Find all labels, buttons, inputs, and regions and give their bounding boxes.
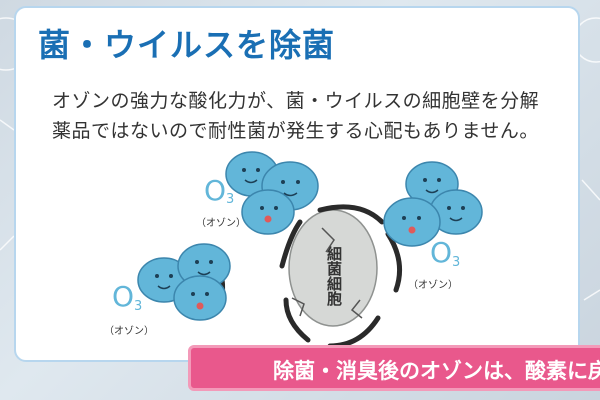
- ozone-caption: （オゾン）: [196, 217, 246, 229]
- ozone-symbol-text: O: [112, 280, 134, 313]
- ozone-group-top-left: [225, 151, 319, 235]
- ozone-label-top-left: O 3 （オゾン）: [196, 174, 246, 229]
- cell-wall: [217, 204, 403, 349]
- banner-text: 除菌・消臭後のオゾンは、酸素に戻: [273, 359, 600, 383]
- ozone-symbol-text: O: [430, 236, 452, 269]
- ozone-group-right: [383, 161, 483, 247]
- ozone-label-right: O 3 （オゾン）: [408, 236, 460, 291]
- bacterial-cell: [288, 209, 378, 327]
- ozone-subscript-text: 3: [134, 299, 142, 314]
- bottom-banner: 除菌・消臭後のオゾンは、酸素に戻: [188, 345, 600, 391]
- description-line-1: オゾンの強力な酸化力が、菌・ウイルスの細胞壁を分解: [52, 90, 540, 112]
- cell-label: 細菌細胞: [325, 245, 343, 307]
- ozone-caption: （オゾン）: [408, 279, 458, 291]
- description-line-2: 薬品ではないので耐性菌が発生する心配もありません。: [52, 120, 539, 142]
- ozone-subscript-text: 3: [226, 192, 234, 207]
- ozone-symbol-text: O: [204, 174, 226, 207]
- ozone-caption: （オゾン）: [104, 325, 154, 337]
- ozone-label-bottom-left: O 3 （オゾン）: [104, 280, 154, 337]
- ozone-group-bottom-left: [137, 243, 231, 321]
- card-title: 菌・ウイルスを除菌: [38, 26, 336, 64]
- ozone-subscript-text: 3: [452, 255, 460, 270]
